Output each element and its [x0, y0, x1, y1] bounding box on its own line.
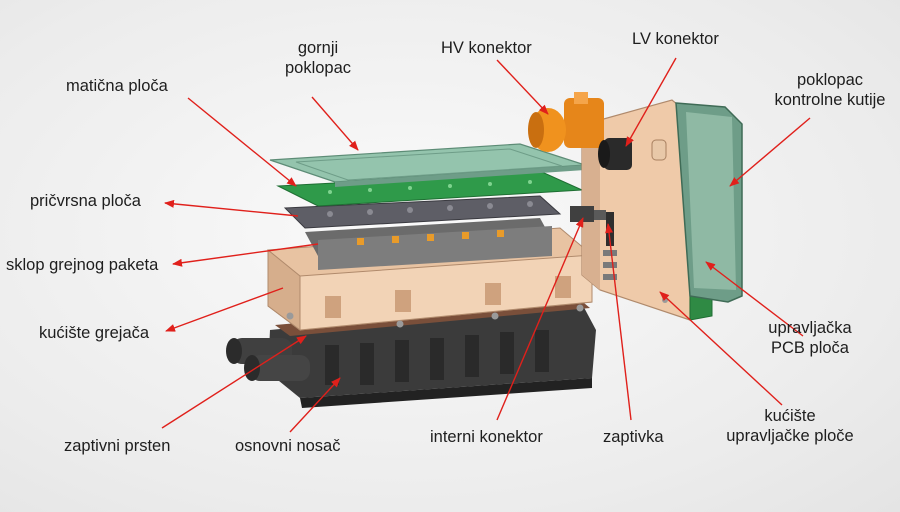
label-zaptivka: zaptivka — [603, 428, 664, 446]
arrow-gornji-poklopac — [311, 96, 359, 151]
label-poklopac-kontrolne-kutije: poklopac kontrolne kutije — [765, 70, 895, 110]
arrow-zaptivni-prsten — [161, 335, 307, 429]
label-lv-konektor: LV konektor — [632, 30, 719, 48]
lv-connector — [598, 138, 667, 170]
label-upravljacka-pcb-line2: PCB ploča — [771, 339, 849, 357]
label-kuciste-grejaca: kućište grejača — [39, 324, 150, 342]
control-box-cover — [675, 102, 743, 303]
label-interni-konektor: interni konektor — [430, 428, 543, 446]
arrow-maticna-ploca — [187, 97, 297, 187]
arrow-kuciste-grejaca — [165, 287, 284, 332]
top-cover — [269, 143, 586, 187]
arrow-hv-konektor — [496, 59, 549, 115]
label-zaptivni-prsten: zaptivni prsten — [64, 437, 171, 455]
arrow-kuciste-upravljacke — [659, 291, 783, 406]
label-hv-konektor: HV konektor — [441, 39, 532, 57]
label-upravljacka-pcb-ploca: upravljačka PCB ploča — [755, 318, 865, 358]
arrow-interni-konektor — [496, 217, 584, 421]
heating-pack-assembly — [305, 218, 552, 270]
arrow-poklopac-kutije — [729, 117, 811, 187]
arrow-sklop-grejnog-paketa — [172, 243, 319, 267]
arrow-lv-konektor — [625, 57, 677, 147]
label-gornji-poklopac-line2: poklopac — [284, 59, 352, 77]
label-kuciste-upravljacke-ploce: kućište upravljačke ploče — [715, 406, 865, 446]
label-kuciste-upravljacke-line2: upravljačke ploče — [726, 427, 854, 445]
arrow-osnovni-nosac — [289, 377, 341, 433]
label-kuciste-upravljacke-line1: kućište — [764, 407, 816, 425]
label-maticna-ploca: matična ploča — [66, 77, 168, 95]
arrow-pricvrsna-ploca — [164, 199, 299, 217]
label-upravljacka-pcb-line1: upravljačka — [768, 319, 852, 337]
label-gornji-poklopac: gornji poklopac — [268, 38, 368, 78]
label-pricvrsna-ploca: pričvrsna ploča — [30, 192, 141, 210]
arrow-zaptivka — [605, 223, 632, 421]
hv-connector — [528, 92, 604, 152]
label-poklopac-kutije-line1: poklopac — [796, 71, 864, 89]
label-sklop-grejnog-paketa: sklop grejnog paketa — [6, 256, 159, 274]
label-poklopac-kutije-line2: kontrolne kutije — [774, 91, 886, 109]
label-gornji-poklopac-line1: gornji — [297, 39, 339, 57]
label-osnovni-nosac: osnovni nosač — [235, 437, 341, 455]
mounting-plate — [283, 195, 562, 229]
leader-arrows — [161, 57, 811, 433]
arrow-upravljacka-pcb — [705, 261, 804, 337]
